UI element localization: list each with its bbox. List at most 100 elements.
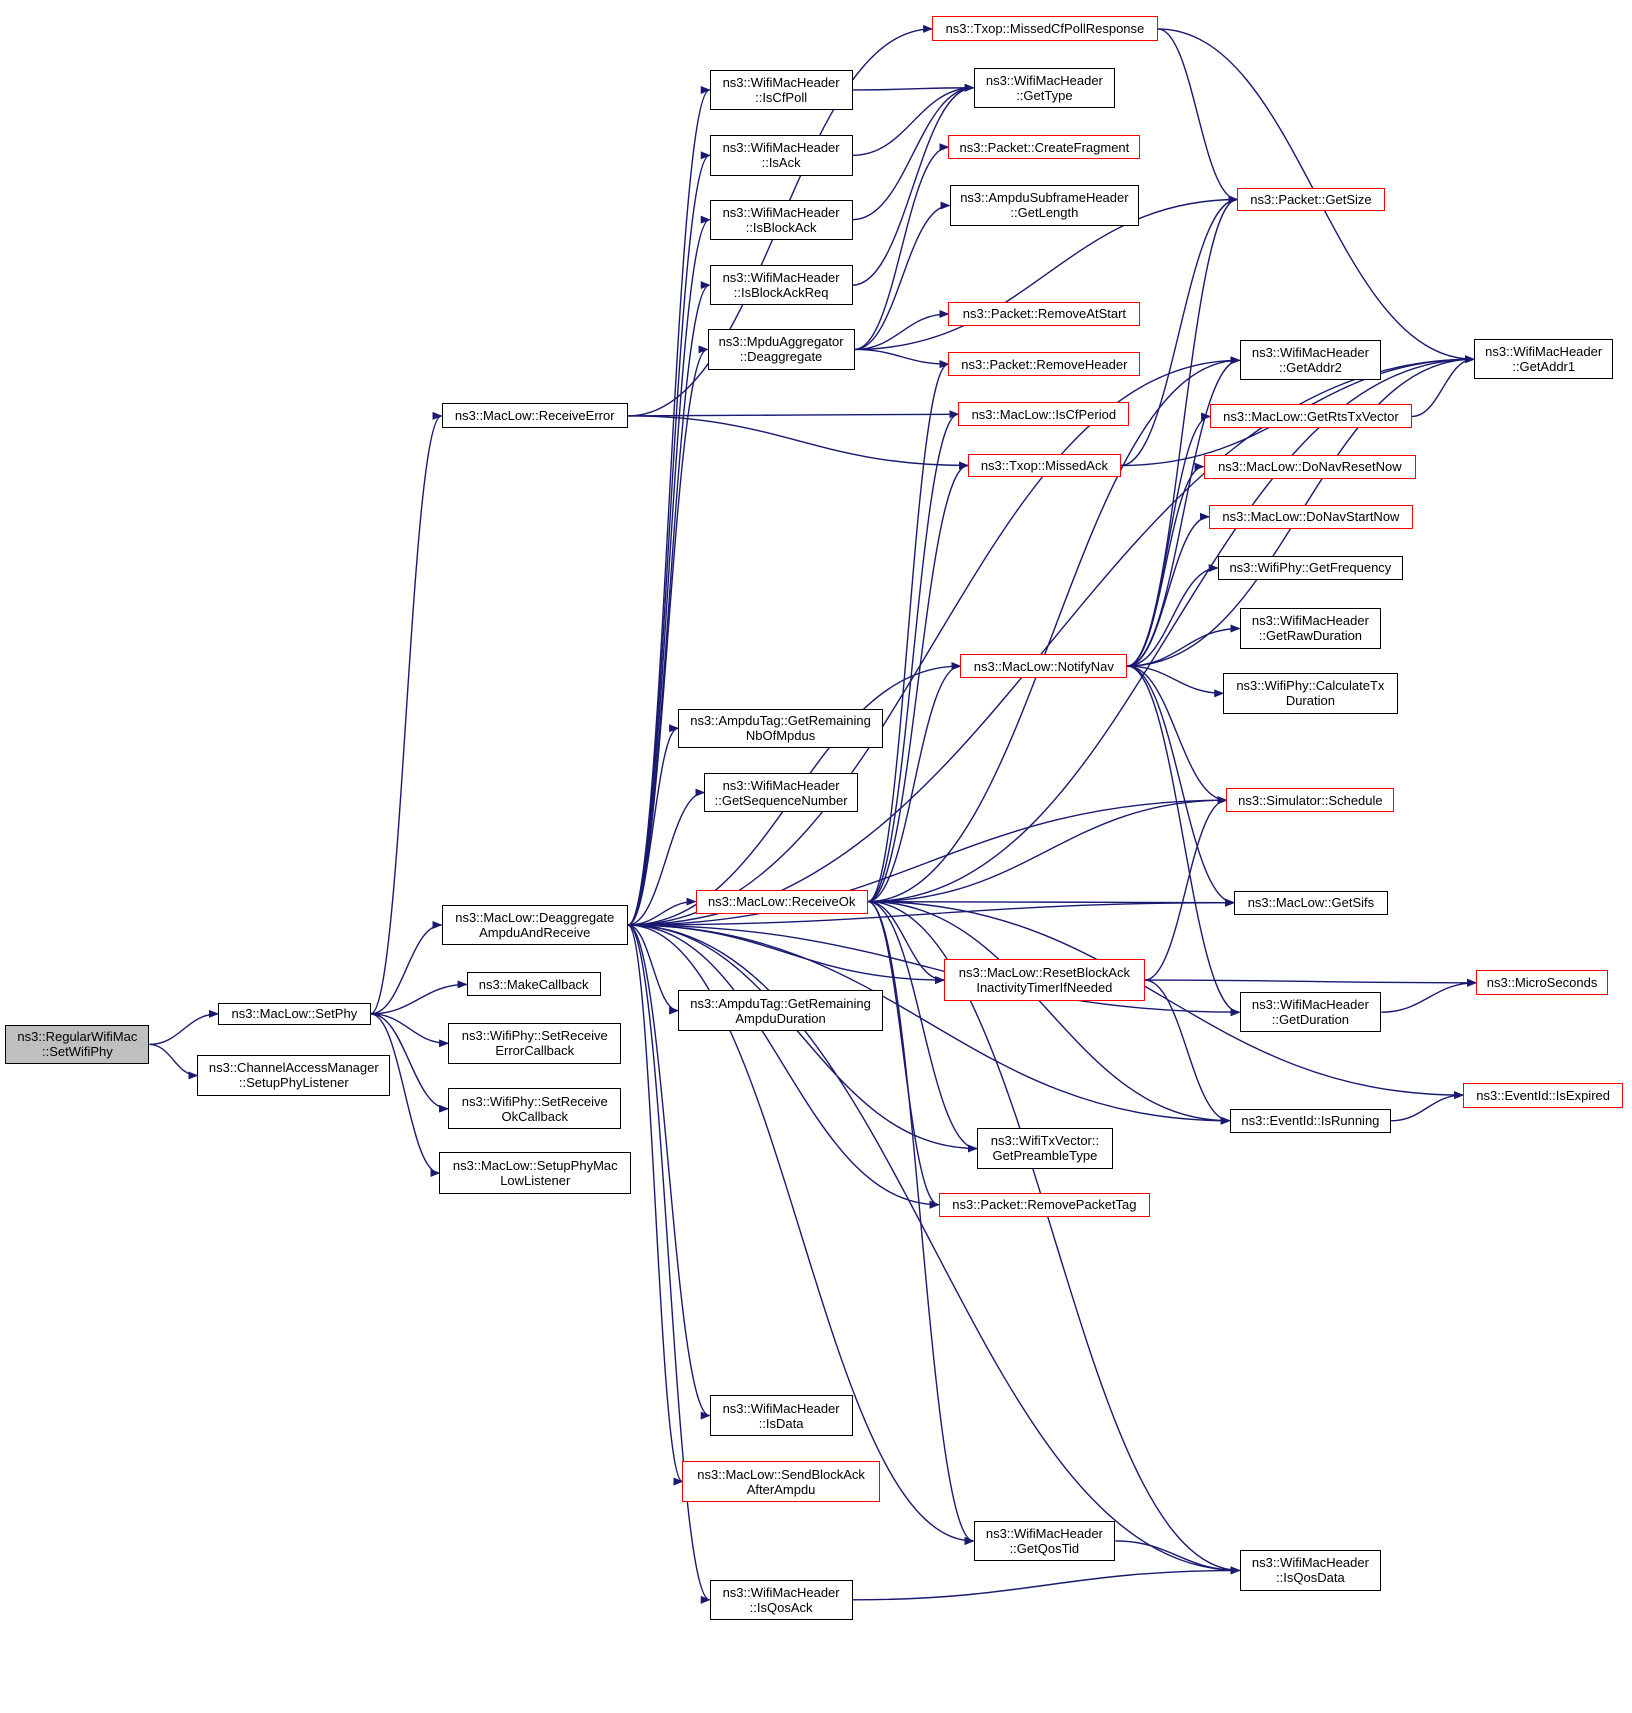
node-donavstart[interactable]: ns3::MacLow::DoNavStartNow <box>1209 504 1413 529</box>
node-missedack[interactable]: ns3::Txop::MissedAck <box>968 453 1121 478</box>
edge-receiveerror-to-iscfperiod <box>627 410 960 419</box>
node-isblockack[interactable]: ns3::WifiMacHeader::IsBlockAck <box>709 199 853 240</box>
node-label-line: ns3::AmpduSubframeHeader <box>960 190 1129 206</box>
node-label-line: NbOfMpdus <box>745 728 816 744</box>
node-receiveerror[interactable]: ns3::MacLow::ReceiveError <box>441 403 628 429</box>
edge-deaggampdu-to-isblockack <box>627 215 711 926</box>
node-isblockackreq[interactable]: ns3::WifiMacHeader::IsBlockAckReq <box>709 264 853 306</box>
edge-notifynav-to-donavreset <box>1127 462 1205 667</box>
node-getsifs[interactable]: ns3::MacLow::GetSifs <box>1234 890 1388 915</box>
edge-receiveok-to-notifynav <box>867 662 962 903</box>
node-isack[interactable]: ns3::WifiMacHeader::IsAck <box>709 135 853 176</box>
node-getqostid[interactable]: ns3::WifiMacHeader::GetQosTid <box>973 1520 1116 1562</box>
node-notifynav[interactable]: ns3::MacLow::NotifyNav <box>960 654 1128 679</box>
edge-deaggampdu-to-getduration <box>627 924 1241 1017</box>
node-removepackettag[interactable]: ns3::Packet::RemovePacketTag <box>938 1192 1151 1217</box>
node-label-line: ns3::Txop::MissedAck <box>980 457 1108 473</box>
edge-root-to-setphy <box>149 1009 220 1046</box>
node-label-line: ns3::Packet::RemoveAtStart <box>962 306 1127 322</box>
node-getrtstxvec[interactable]: ns3::MacLow::GetRtsTxVector <box>1210 404 1412 429</box>
edge-getrtstxvec-to-getaddr1 <box>1411 355 1475 418</box>
node-removeheader[interactable]: ns3::Packet::RemoveHeader <box>948 352 1141 377</box>
node-donavreset[interactable]: ns3::MacLow::DoNavResetNow <box>1203 454 1417 479</box>
node-setphy[interactable]: ns3::MacLow::SetPhy <box>218 1002 371 1025</box>
node-getaddr1[interactable]: ns3::WifiMacHeader::GetAddr1 <box>1473 339 1614 380</box>
node-label-line: ns3::MpduAggregator <box>718 334 844 350</box>
edge-receiveok-to-resetblockack <box>867 900 946 985</box>
edge-resetblockack-to-isrunning <box>1144 979 1231 1125</box>
node-label-line: ns3::WifiMacHeader <box>1251 613 1369 629</box>
node-gettype[interactable]: ns3::WifiMacHeader::GetType <box>973 67 1116 108</box>
node-label-line: ns3::MacLow::Deaggregate <box>455 910 615 925</box>
node-createfrag[interactable]: ns3::Packet::CreateFragment <box>948 135 1141 160</box>
node-label-line: ns3::WifiPhy::SetReceive <box>461 1093 608 1109</box>
edge-deaggampdu-to-getremdur <box>627 924 680 1015</box>
edge-deaggampdu-to-mpduagg <box>627 345 709 926</box>
edge-receiveok-to-removeheader <box>867 360 950 903</box>
node-label-line: GetPreambleType <box>992 1148 1098 1164</box>
node-getduration[interactable]: ns3::WifiMacHeader::GetDuration <box>1239 992 1382 1033</box>
edge-missedcfpoll-to-packetgetsize <box>1157 28 1239 204</box>
node-label-line: ns3::MacLow::DoNavResetNow <box>1218 459 1402 475</box>
node-iscfpoll[interactable]: ns3::WifiMacHeader::IsCfPoll <box>709 69 853 111</box>
node-root[interactable]: ns3::RegularWifiMac::SetWifiPhy <box>5 1024 150 1064</box>
node-label-line: ns3::EventId::IsRunning <box>1241 1113 1380 1129</box>
edge-setphy-to-setrecvokcb <box>370 1013 450 1113</box>
node-iscfperiod[interactable]: ns3::MacLow::IsCfPeriod <box>958 402 1130 427</box>
node-setupphylistener[interactable]: ns3::ChannelAccessManager::SetupPhyListe… <box>197 1055 391 1096</box>
node-isrunning[interactable]: ns3::EventId::IsRunning <box>1229 1108 1392 1133</box>
node-label-line: ::GetRawDuration <box>1258 628 1363 644</box>
edge-deaggampdu-to-isrunning <box>627 924 1231 1125</box>
edge-receiveok-to-missedack <box>867 461 970 903</box>
node-getpreamble[interactable]: ns3::WifiTxVector::GetPreambleType <box>976 1128 1114 1169</box>
node-getrawdur[interactable]: ns3::WifiMacHeader::GetRawDuration <box>1239 608 1382 649</box>
node-label-line: ns3::MacLow::SetupPhyMac <box>452 1158 618 1174</box>
node-getfreq[interactable]: ns3::WifiPhy::GetFrequency <box>1217 555 1404 580</box>
edge-iscfpoll-to-gettype <box>852 83 975 92</box>
node-label-line: ::Deaggregate <box>739 349 823 365</box>
node-getaddr2[interactable]: ns3::WifiMacHeader::GetAddr2 <box>1239 340 1382 381</box>
node-schedule[interactable]: ns3::Simulator::Schedule <box>1226 788 1395 813</box>
node-isqosdata[interactable]: ns3::WifiMacHeader::IsQosData <box>1239 1550 1382 1591</box>
node-microseconds[interactable]: ns3::MicroSeconds <box>1476 970 1608 996</box>
node-label-line: ns3::WifiMacHeader <box>722 74 840 90</box>
node-receiveok[interactable]: ns3::MacLow::ReceiveOk <box>695 889 868 914</box>
node-isdata[interactable]: ns3::WifiMacHeader::IsData <box>709 1395 853 1436</box>
edge-deaggampdu-to-isqosdata <box>627 924 1241 1575</box>
edge-notifynav-to-getsifs <box>1127 665 1236 907</box>
node-removeatstart[interactable]: ns3::Packet::RemoveAtStart <box>948 301 1141 326</box>
node-missedcfpoll[interactable]: ns3::Txop::MissedCfPollResponse <box>932 16 1158 42</box>
node-makecallback[interactable]: ns3::MakeCallback <box>466 972 601 997</box>
node-label-line: ns3::WifiPhy::GetFrequency <box>1229 560 1392 576</box>
node-label-line: ns3::MacLow::ReceiveOk <box>707 894 856 910</box>
edge-deaggampdu-to-getqostid <box>627 924 975 1545</box>
node-label-line: ns3::Txop::MissedCfPollResponse <box>945 21 1145 37</box>
edge-deaggampdu-to-iscfpoll <box>627 86 711 926</box>
node-label-line: ::GetQosTid <box>1009 1540 1080 1556</box>
node-isexpired[interactable]: ns3::EventId::IsExpired <box>1463 1082 1624 1108</box>
edge-resetblockack-to-microseconds <box>1144 978 1478 987</box>
node-mpduagg[interactable]: ns3::MpduAggregator::Deaggregate <box>707 329 855 370</box>
node-label-line: ::IsData <box>758 1415 804 1431</box>
node-label-line: ns3::WifiMacHeader <box>985 1525 1103 1541</box>
node-label-line: ns3::Packet::CreateFragment <box>959 139 1130 155</box>
node-label-line: AfterAmpdu <box>746 1481 816 1497</box>
node-getlength[interactable]: ns3::AmpduSubframeHeader::GetLength <box>949 185 1140 226</box>
edge-mpduagg-to-removeheader <box>854 348 950 369</box>
node-packetgetsize[interactable]: ns3::Packet::GetSize <box>1237 187 1385 212</box>
node-label-line: ::GetSequenceNumber <box>714 792 848 808</box>
edge-root-to-setupphylistener <box>149 1043 199 1080</box>
node-isqosack[interactable]: ns3::WifiMacHeader::IsQosAck <box>709 1579 853 1620</box>
node-getseqnum[interactable]: ns3::WifiMacHeader::GetSequenceNumber <box>704 772 858 813</box>
node-label-line: LowListener <box>500 1173 571 1189</box>
